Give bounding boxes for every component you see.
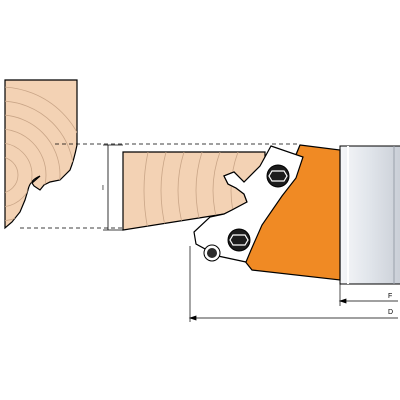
dimension-height	[103, 144, 123, 231]
dimension-label-diameter: D	[388, 309, 393, 316]
lower-screw	[227, 228, 251, 252]
upper-screw	[266, 164, 290, 188]
spindle-body	[339, 145, 400, 285]
projection-lines	[20, 143, 300, 229]
dimension-label-projection: F	[388, 293, 392, 300]
dimension-projection	[338, 298, 398, 304]
dimension-diameter	[188, 315, 398, 321]
dimension-label-height: I	[102, 185, 104, 192]
left-profile-wood	[4, 79, 78, 230]
gib-nut	[203, 244, 221, 262]
dimension-extensions	[189, 246, 341, 322]
